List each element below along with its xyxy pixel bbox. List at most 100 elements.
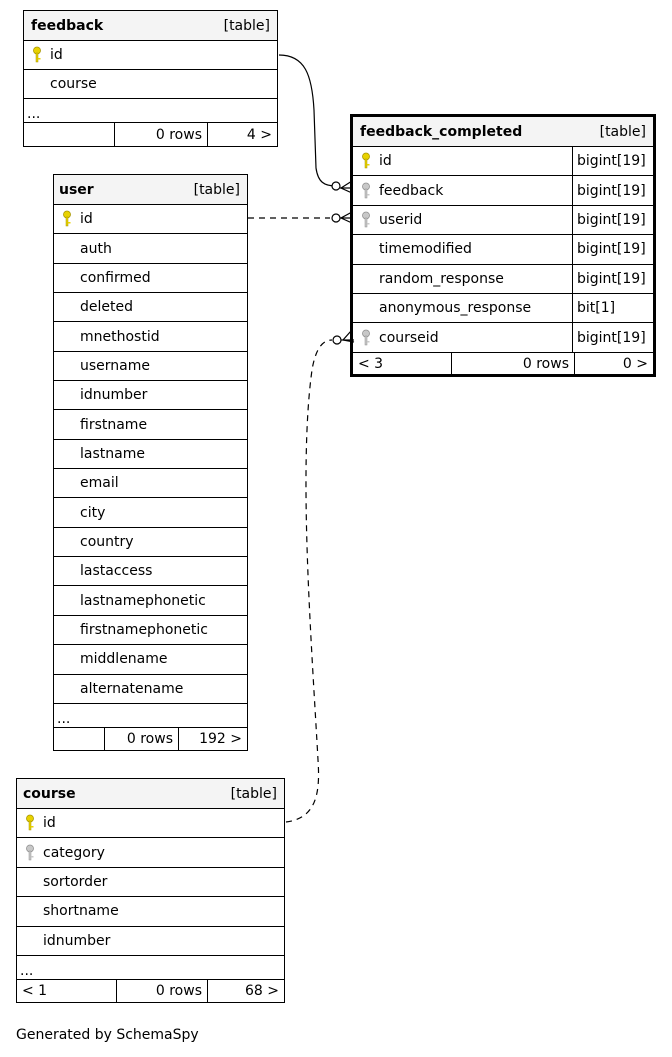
column-row-id[interactable]: id — [17, 809, 284, 839]
table-feedback[interactable]: feedback [table] id course ... 0 rows 4 … — [23, 10, 278, 147]
column-row-auth[interactable]: auth — [54, 234, 247, 264]
column-row-random-response[interactable]: random_response bigint[19] — [353, 264, 653, 294]
column-row-anonymous-response[interactable]: anonymous_response bit[1] — [353, 293, 653, 324]
column-name: middlename — [80, 651, 168, 668]
foreign-key-icon — [17, 838, 43, 866]
footer-children[interactable]: 4 > — [246, 126, 272, 143]
table-footer: < 3 0 rows 0 > — [353, 352, 653, 375]
primary-key-icon — [353, 147, 379, 175]
footer-parents[interactable] — [24, 123, 115, 146]
more-columns-ellipsis: ... — [24, 99, 277, 123]
column-row-firstnamephonetic[interactable]: firstnamephonetic — [54, 616, 247, 646]
table-footer: 0 rows 4 > — [24, 123, 277, 146]
footer-parents[interactable]: < 3 — [353, 352, 452, 375]
column-name: id — [80, 211, 93, 228]
table-kind: [table] — [193, 181, 240, 198]
footer-parents[interactable]: < 1 — [17, 979, 117, 1002]
footer-parents[interactable] — [54, 727, 105, 750]
column-row-id[interactable]: id — [54, 205, 247, 235]
column-name: idnumber — [43, 932, 111, 949]
column-row-id[interactable]: id bigint[19] — [353, 147, 653, 177]
column-row-category[interactable]: category — [17, 838, 284, 868]
column-type: bigint[19] — [572, 147, 653, 176]
column-name: auth — [80, 240, 112, 257]
column-name: id — [379, 153, 392, 170]
column-row-username[interactable]: username — [54, 352, 247, 382]
table-name: course — [23, 785, 76, 802]
column-row-firstname[interactable]: firstname — [54, 410, 247, 440]
relationship-user-to-feedback-completed — [248, 211, 353, 224]
table-user[interactable]: user [table] id auth confirmed deleted m… — [53, 174, 248, 751]
column-row-id[interactable]: id — [24, 41, 277, 70]
column-row-courseid[interactable]: courseid bigint[19] — [353, 323, 653, 353]
column-name: email — [80, 475, 119, 492]
foreign-key-icon — [353, 206, 379, 234]
column-row-country[interactable]: country — [54, 528, 247, 558]
table-kind: [table] — [599, 123, 646, 140]
column-row-lastaccess[interactable]: lastaccess — [54, 557, 247, 587]
column-type: bigint[19] — [572, 176, 653, 205]
column-name: random_response — [379, 270, 504, 287]
footer-children[interactable]: 0 > — [622, 355, 648, 372]
table-header: feedback_completed [table] — [353, 117, 653, 147]
column-name: city — [80, 504, 106, 521]
column-row-city[interactable]: city — [54, 498, 247, 528]
column-row-userid[interactable]: userid bigint[19] — [353, 205, 653, 236]
footer-rows: 0 rows — [105, 727, 179, 750]
relationship-feedback-to-feedback-completed — [278, 54, 353, 194]
primary-key-icon — [54, 205, 80, 233]
column-name: userid — [379, 211, 423, 228]
column-row-deleted[interactable]: deleted — [54, 293, 247, 323]
column-name: idnumber — [80, 387, 148, 404]
column-type: bit[1] — [572, 293, 653, 323]
table-footer: 0 rows 192 > — [54, 727, 247, 750]
footer-rows: 0 rows — [117, 979, 208, 1002]
foreign-key-icon — [353, 323, 379, 351]
column-row-lastname[interactable]: lastname — [54, 440, 247, 470]
column-type: bigint[19] — [572, 264, 653, 293]
footer-rows: 0 rows — [115, 123, 208, 146]
more-columns-ellipsis: ... — [54, 704, 247, 728]
table-header: course [table] — [17, 779, 284, 809]
column-row-idnumber[interactable]: idnumber — [54, 381, 247, 411]
column-row-middlename[interactable]: middlename — [54, 645, 247, 675]
table-course[interactable]: course [table] id category sortorder sho… — [16, 778, 285, 1003]
column-row-confirmed[interactable]: confirmed — [54, 264, 247, 294]
column-name: sortorder — [43, 873, 108, 890]
column-row-shortname[interactable]: shortname — [17, 897, 284, 927]
column-name: deleted — [80, 299, 133, 316]
column-row-alternatename[interactable]: alternatename — [54, 675, 247, 704]
column-name: alternatename — [80, 680, 184, 697]
more-columns-ellipsis: ... — [17, 956, 284, 980]
column-name: anonymous_response — [379, 300, 532, 317]
footer-children[interactable]: 192 > — [199, 730, 242, 747]
column-row-timemodified[interactable]: timemodified bigint[19] — [353, 235, 653, 265]
column-row-feedback[interactable]: feedback bigint[19] — [353, 176, 653, 206]
column-name: category — [43, 844, 105, 861]
column-name: courseid — [379, 329, 439, 346]
column-row-sortorder[interactable]: sortorder — [17, 868, 284, 898]
primary-key-icon — [17, 809, 43, 837]
footer-rows: 0 rows — [452, 352, 575, 375]
column-row-mnethostid[interactable]: mnethostid — [54, 322, 247, 352]
footer-children[interactable]: 68 > — [245, 982, 279, 999]
column-name: course — [50, 76, 97, 92]
column-row-email[interactable]: email — [54, 469, 247, 499]
column-name: lastaccess — [80, 563, 153, 580]
table-feedback-completed[interactable]: feedback_completed [table] id bigint[19]… — [350, 114, 656, 377]
table-name: user — [59, 181, 94, 198]
column-type: bigint[19] — [572, 323, 653, 352]
column-name: timemodified — [379, 241, 472, 258]
column-name: firstname — [80, 416, 148, 433]
foreign-key-icon — [353, 176, 379, 204]
column-row-idnumber[interactable]: idnumber — [17, 927, 284, 956]
table-footer: < 1 0 rows 68 > — [17, 979, 284, 1002]
column-name: firstnamephonetic — [80, 621, 208, 638]
table-header: user [table] — [54, 175, 247, 205]
column-name: confirmed — [80, 269, 151, 286]
column-row-lastnamephonetic[interactable]: lastnamephonetic — [54, 586, 247, 616]
column-row-course[interactable]: course — [24, 70, 277, 99]
column-name: mnethostid — [80, 328, 160, 345]
column-name: feedback — [379, 182, 444, 199]
